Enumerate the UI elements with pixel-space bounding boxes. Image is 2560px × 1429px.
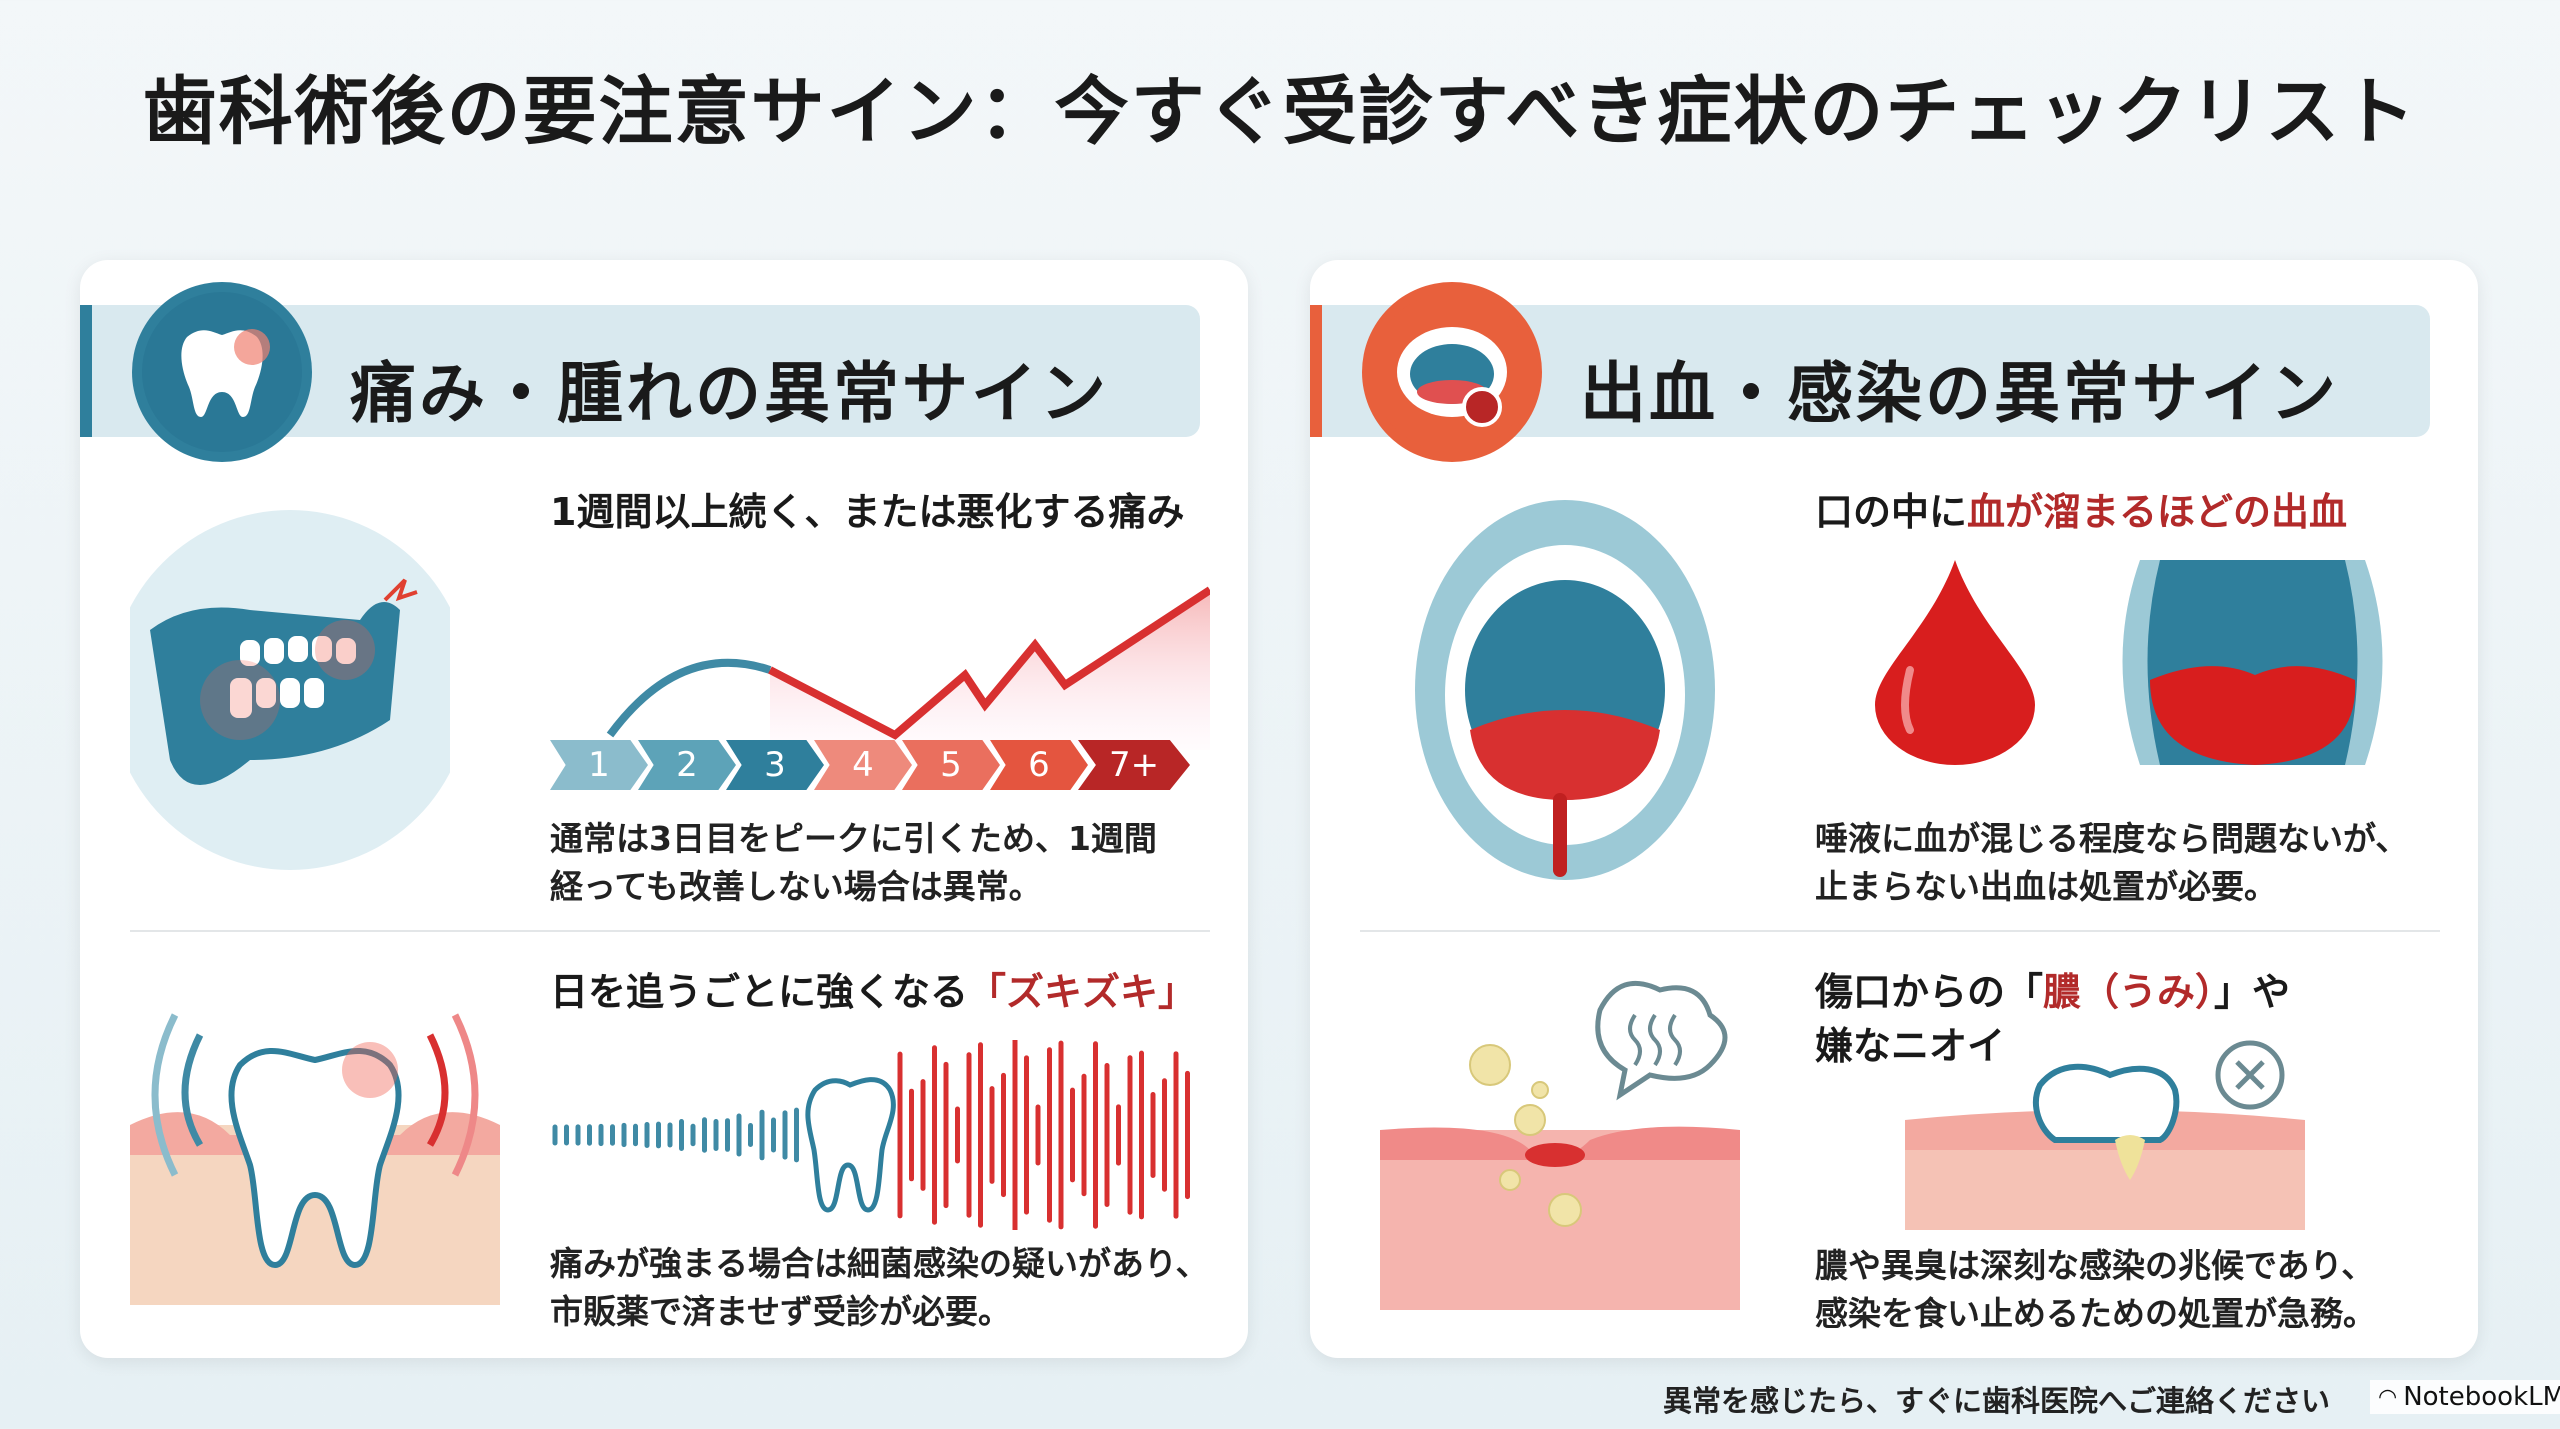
description-line: 通常は3日目をピークに引くため、1週間	[550, 819, 1157, 858]
badge-text: NotebookLM	[2403, 1382, 2560, 1412]
heading-emphasis: 「ズキズキ」	[968, 970, 1197, 1014]
open-mouth-bleeding-illustration	[1415, 500, 1715, 880]
section-title: 痛み・腫れの異常サイン	[350, 355, 1109, 432]
divider	[1360, 930, 2440, 932]
heading-emphasis: 膿（うみ）	[2043, 970, 2215, 1014]
item-description: 痛みが強まる場合は細菌感染の疑いがあり、 市販薬で済ませず受診が必要。	[550, 1240, 1209, 1336]
throbbing-waveform	[552, 1040, 1190, 1230]
day-chevron: 3	[726, 740, 824, 790]
heading-text: 日を追うごとに強くなる	[550, 970, 969, 1014]
divider	[130, 930, 1210, 932]
tooth-pain-icon	[132, 282, 312, 462]
description-line: 市販薬で済ませず受診が必要。	[550, 1292, 1012, 1331]
item-heading: 口の中に血が溜まるほどの出血	[1815, 485, 2347, 539]
bleeding-infection-card: 出血・感染の異常サイン 口の中に血が溜まるほどの出血 唾液に血が混じる程度なら問…	[1310, 260, 2478, 1358]
item-heading: 1週間以上続く、または悪化する痛み	[550, 490, 1185, 534]
heading-text: 口の中に	[1815, 490, 1968, 534]
blood-drop-icon	[1875, 560, 2035, 765]
item-heading: 傷口からの「膿（うみ）」や 嫌なニオイ	[1815, 965, 2290, 1073]
throbbing-tooth-illustration	[130, 1013, 500, 1305]
heading-emphasis: 血が溜まるほどの出血	[1967, 490, 2348, 534]
notebooklm-badge: ◠NotebookLM	[2370, 1380, 2560, 1414]
description-line: 感染を食い止めるための処置が急務。	[1815, 1294, 2376, 1333]
item-description: 膿や異臭は深刻な感染の兆候であり、 感染を食い止めるための処置が急務。	[1815, 1242, 2376, 1338]
day-chevron: 1	[550, 740, 648, 790]
heading-text: 」や	[2214, 970, 2291, 1014]
footer-note: 異常を感じたら、すぐに歯科医院へご連絡ください	[1662, 1384, 2330, 1418]
day-chevron: 4	[814, 740, 912, 790]
description-line: 唾液に血が混じる程度なら問題ないが、	[1815, 819, 2409, 858]
item-heading: 日を追うごとに強くなる「ズキズキ」	[550, 965, 1196, 1019]
item-description: 通常は3日目をピークに引くため、1週間 経っても改善しない場合は異常。	[550, 815, 1157, 911]
mouth-filled-with-blood-icon	[2122, 560, 2383, 765]
notebooklm-logo-icon: ◠	[2378, 1384, 2398, 1410]
infected-tooth-illustration	[1905, 1040, 2305, 1230]
pain-trend-chart	[606, 586, 1210, 750]
description-line: 膿や異臭は深刻な感染の兆候であり、	[1815, 1246, 2375, 1285]
description-line: 経っても改善しない場合は異常。	[550, 867, 1042, 906]
section-title: 出血・感染の異常サイン	[1580, 355, 2339, 432]
item-description: 唾液に血が混じる程度なら問題ないが、 止まらない出血は処置が必要。	[1815, 815, 2408, 911]
pus-wound-illustration	[1380, 980, 1740, 1310]
day-chevron: 6	[990, 740, 1088, 790]
description-line: 痛みが強まる場合は細菌感染の疑いがあり、	[550, 1244, 1209, 1283]
description-line: 止まらない出血は処置が必要。	[1815, 867, 2277, 906]
pain-swelling-card: 痛み・腫れの異常サイン 1週間以上続く、または悪化する痛み 1 2 3 4 5 …	[80, 260, 1248, 1358]
day-chevron: 7+	[1078, 740, 1190, 790]
mouth-bleeding-icon	[1362, 282, 1542, 462]
heading-text: 嫌なニオイ	[1815, 1024, 2006, 1068]
day-timeline: 1 2 3 4 5 6 7+	[550, 740, 1250, 790]
jaw-pain-illustration	[130, 510, 450, 870]
day-chevron: 5	[902, 740, 1000, 790]
page-title: 歯科術後の要注意サイン：今すぐ受診すべき症状のチェックリスト	[142, 69, 2418, 155]
tooth-icon	[805, 1077, 896, 1213]
heading-text: 傷口からの「	[1815, 970, 2044, 1014]
day-chevron: 2	[638, 740, 736, 790]
